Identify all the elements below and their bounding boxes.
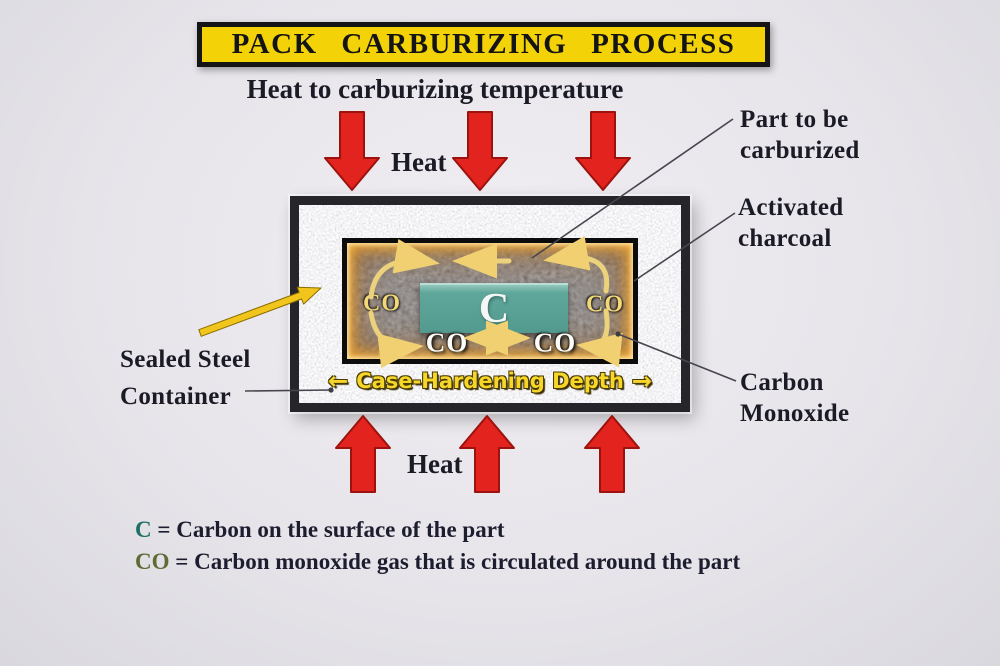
- part-to-be-carburized: C: [420, 283, 568, 333]
- heat-arrow-down-3: [575, 111, 631, 191]
- legend-text-2: = Carbon monoxide gas that is circulated…: [175, 549, 741, 574]
- charcoal-chamber: C CO CO CO CO: [342, 238, 638, 364]
- callout-container-line2: Container: [120, 383, 232, 410]
- left-arrow-icon: ←: [328, 367, 349, 395]
- co-label-left: CO: [363, 290, 401, 317]
- carbon-symbol: C: [478, 286, 510, 332]
- callout-part: Part to be carburized: [740, 104, 860, 166]
- co-label-bottom-left: CO: [425, 327, 469, 358]
- page-title: PACK CARBURIZING PROCESS: [231, 28, 736, 60]
- callout-container: Sealed Steel Container: [120, 341, 251, 415]
- heat-arrow-up-2: [459, 415, 515, 493]
- heat-arrow-down-1: [324, 111, 380, 191]
- title-banner: PACK CARBURIZING PROCESS: [197, 22, 770, 67]
- co-label-right: CO: [586, 291, 624, 318]
- subtitle: Heat to carburizing temperature: [246, 74, 624, 104]
- callout-charcoal: Activated charcoal: [738, 192, 843, 254]
- callout-monoxide-line2: Monoxide: [740, 400, 850, 427]
- co-label-bottom-right: CO: [533, 327, 577, 358]
- legend: C = Carbon on the surface of the part CO…: [135, 514, 740, 578]
- heat-label-bottom: Heat: [407, 449, 463, 479]
- legend-symbol-c: C: [135, 517, 152, 542]
- heat-label-top: Heat: [391, 147, 447, 177]
- heat-arrow-up-3: [584, 415, 640, 493]
- callout-monoxide-line1: Carbon: [740, 369, 824, 396]
- legend-text-1: = Carbon on the surface of the part: [157, 517, 505, 542]
- legend-line-2: CO = Carbon monoxide gas that is circula…: [135, 546, 740, 578]
- callout-container-line1: Sealed Steel: [120, 346, 251, 373]
- heat-arrow-up-1: [335, 415, 391, 493]
- case-hardening-depth: ← Case-Hardening Depth →: [325, 369, 655, 393]
- callout-part-line1: Part to be: [740, 106, 849, 133]
- right-arrow-icon: →: [631, 367, 652, 395]
- legend-symbol-co: CO: [135, 549, 170, 574]
- callout-charcoal-line1: Activated: [738, 194, 844, 221]
- legend-line-1: C = Carbon on the surface of the part: [135, 514, 740, 546]
- callout-charcoal-line2: charcoal: [738, 225, 832, 252]
- depth-text: Case-Hardening Depth: [356, 369, 624, 393]
- heat-arrow-down-2: [452, 111, 508, 191]
- callout-part-line2: carburized: [740, 137, 860, 164]
- callout-monoxide: Carbon Monoxide: [740, 367, 849, 429]
